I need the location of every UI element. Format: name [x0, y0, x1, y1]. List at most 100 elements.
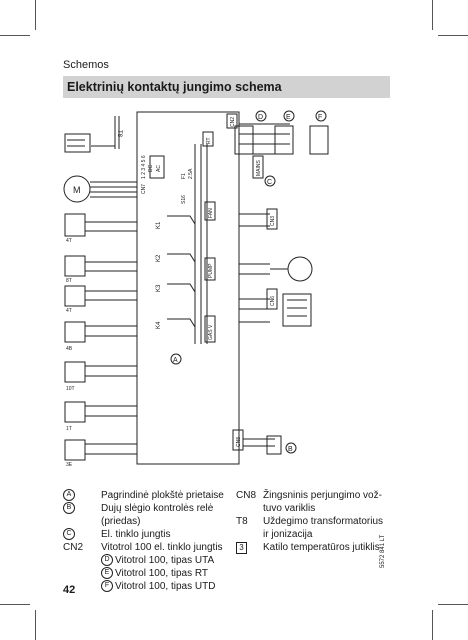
legend-code: CN2 — [63, 542, 84, 553]
relay-k1: K1 — [156, 215, 196, 229]
relay-k2: K2 — [156, 253, 196, 263]
legend-code: CN8 — [236, 490, 257, 501]
legend-text: (priedas) — [101, 516, 141, 527]
t8-label: T8 — [116, 130, 122, 138]
page-number: 42 — [63, 584, 76, 596]
sensor-4t-2: 4T — [64, 285, 86, 314]
legend-marker: E — [101, 567, 113, 580]
label-3e: 3E — [66, 462, 73, 468]
legend-marker: A — [63, 489, 75, 502]
legend-marker: C — [63, 528, 75, 541]
legend-right: CN8 Žingsninis perjungimo vož- tuvo varik… — [236, 489, 396, 554]
legend-text: Vitotrol 100, tipas UTD — [115, 581, 216, 592]
cn8-label: CN8 — [236, 437, 242, 447]
legend-text: Katilo temperatūros jutiklis — [263, 542, 380, 553]
k4-label: K4 — [156, 321, 162, 329]
s16-label: S16 — [181, 195, 187, 204]
pin-row: 1 2 3 4 5 6 — [141, 155, 147, 179]
legend-row: A Pagrindinė plokštė prietaise — [63, 489, 233, 502]
rt-label: RT — [206, 137, 212, 144]
legend-code: 3 — [236, 542, 247, 554]
cn2-label: CN2 — [230, 117, 236, 127]
label-10t: 10T — [66, 386, 75, 392]
wiring-diagram: T8 4T 8T 4T 4B 10T 1T 3E — [63, 110, 329, 468]
crop-mark — [438, 604, 468, 605]
legend-text: Vitotrol 100 el. tinklo jungtis — [101, 542, 223, 553]
sensor-3e: 3E — [64, 439, 86, 468]
mains-label: MAINS — [256, 160, 262, 177]
cn3-label: CN3 — [270, 216, 276, 226]
legend-row: tuvo variklis — [236, 502, 396, 515]
legend-row: CN8 Žingsninis perjungimo vož- — [236, 489, 396, 502]
motor-symbol: M — [63, 175, 137, 203]
label-8t: 8T — [66, 278, 72, 284]
legend-text: Žingsninis perjungimo vož- — [263, 490, 382, 501]
marker-d: D — [255, 110, 267, 122]
marker-e: E — [283, 110, 295, 122]
legend-text: El. tinklo jungtis — [101, 529, 171, 540]
svg-text:D: D — [258, 114, 263, 121]
dc-label: DC — [148, 164, 154, 172]
sensor-1t: 1T — [64, 401, 86, 432]
k2-label: K2 — [156, 254, 162, 262]
svg-text:F: F — [318, 114, 322, 121]
legend-text: Uždegimo transformatorius — [263, 516, 384, 527]
sensor-4b: 4B — [64, 321, 86, 352]
legend-text: ir jonizacija — [263, 529, 313, 540]
f1-label: F1 — [181, 173, 187, 179]
f1-rating: 2.5A — [188, 168, 194, 179]
k3-label: K3 — [156, 284, 162, 292]
label-4t: 4T — [66, 238, 72, 244]
legend-row: CN2 Vitotrol 100 el. tinklo jungtis — [63, 541, 233, 554]
legend-text: Pagrindinė plokštė prietaise — [101, 490, 224, 501]
crop-mark — [35, 610, 36, 640]
pump-label: PUMP — [208, 263, 214, 278]
svg-text:C: C — [267, 179, 272, 186]
legend-row: (priedas) — [63, 515, 233, 528]
relay-k3: K3 — [156, 283, 196, 293]
title-bar: Elektrinių kontaktų jungimo schema — [63, 76, 390, 98]
marker-c: C — [264, 175, 276, 187]
gasv-label: GAS V — [208, 324, 214, 340]
main-board — [136, 111, 240, 465]
legend-marker: B — [63, 502, 75, 515]
document-id: 5572 841 LT — [380, 534, 386, 568]
cn6-label: CN6 — [270, 296, 276, 306]
marker-f: F — [315, 110, 327, 122]
legend-marker: D — [101, 554, 113, 567]
crop-mark — [432, 0, 433, 30]
relay-k4: K4 — [156, 318, 196, 329]
sensor-4t: 4T — [64, 213, 86, 244]
svg-text:E: E — [286, 114, 291, 121]
crop-mark — [0, 604, 30, 605]
legend-row: T8 Uždegimo transformatorius — [236, 515, 396, 528]
label-4b: 4B — [66, 346, 73, 352]
legend-text: tuvo variklis — [263, 503, 316, 514]
crop-mark — [438, 35, 468, 36]
motor-label: M — [73, 185, 81, 195]
k1-label: K1 — [156, 221, 162, 229]
svg-text:A: A — [173, 357, 178, 364]
section-label: Schemos — [63, 59, 109, 71]
page-title: Elektrinių kontaktų jungimo schema — [67, 80, 282, 94]
legend-row: C El. tinklo jungtis — [63, 528, 233, 541]
cn7-label: CN7 — [141, 184, 147, 194]
sensor-10t: 10T — [64, 361, 86, 392]
left-connector-lines — [85, 221, 137, 455]
crop-mark — [35, 0, 36, 30]
marker-b: B — [285, 442, 297, 454]
legend-code: T8 — [236, 516, 248, 527]
label-1t: 1T — [66, 426, 72, 432]
ac-label: AC — [156, 165, 162, 172]
crop-mark — [432, 610, 433, 640]
crop-mark — [0, 35, 30, 36]
legend-text: Vitotrol 100, tipas UTA — [115, 555, 215, 566]
label-4t-2: 4T — [66, 308, 72, 314]
sensor-8t: 8T — [64, 255, 86, 284]
legend-row: ir jonizacija — [236, 528, 396, 541]
legend-marker: F — [101, 580, 113, 593]
